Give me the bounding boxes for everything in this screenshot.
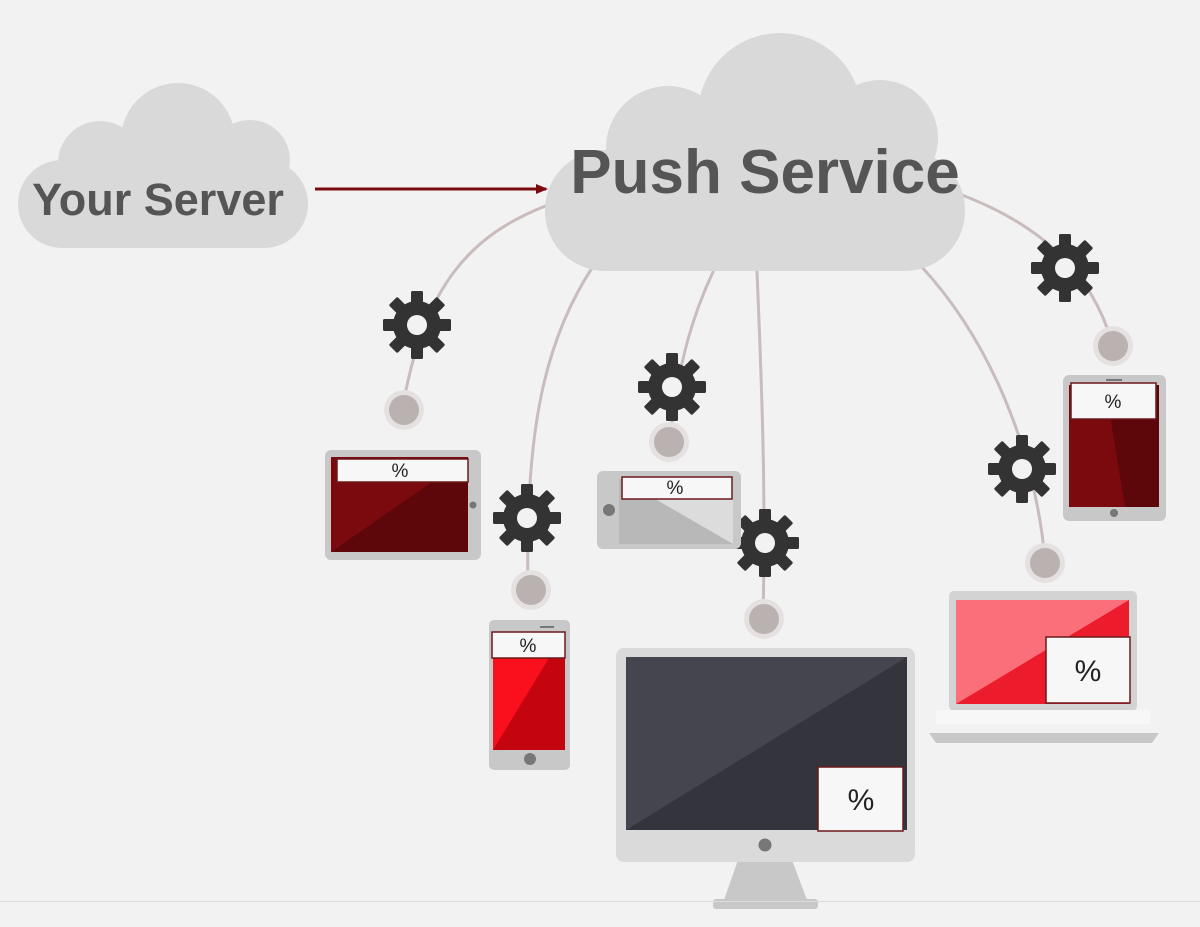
node-phone: [511, 570, 551, 610]
badge-text: %: [1105, 392, 1122, 413]
notification-badge: [336, 458, 469, 483]
push-service-cloud: Push Service: [545, 33, 965, 271]
notification-badge: [1070, 382, 1157, 420]
tablet-portrait: %: [1063, 375, 1166, 521]
gear-icon: [1031, 234, 1099, 302]
tablet-grey: %: [597, 471, 741, 549]
divider: [0, 901, 1200, 902]
notification-badge: [491, 631, 566, 659]
tablet-landscape: %: [325, 450, 481, 560]
notification-badge: [1045, 636, 1131, 704]
phone-red: %: [489, 620, 570, 770]
badge-text: %: [1075, 655, 1102, 688]
endpoint-nodes: [384, 326, 1133, 639]
node-tablet-portrait: [1093, 326, 1133, 366]
badge-text: %: [392, 461, 409, 482]
badge-text: %: [848, 784, 875, 817]
monitor-stand: [724, 860, 807, 900]
gear-icon: [988, 435, 1056, 503]
node-monitor: [744, 599, 784, 639]
gear-icon: [638, 353, 706, 421]
connector-laptop: [918, 263, 1047, 562]
gear-icon: [731, 509, 799, 577]
push-service-label: Push Service: [570, 138, 959, 207]
your-server-label: Your Server: [32, 174, 284, 225]
laptop: %: [929, 591, 1159, 743]
notification-badge: [621, 476, 733, 500]
notification-badge: [817, 766, 904, 832]
badge-text: %: [520, 636, 537, 657]
badge-text: %: [667, 478, 684, 499]
node-tablet-grey: [649, 422, 689, 462]
node-tablet-landscape: [384, 390, 424, 430]
gear-icon: [493, 484, 561, 552]
gear-icon: [383, 291, 451, 359]
your-server-cloud: Your Server: [18, 83, 308, 248]
desktop-monitor: %: [616, 648, 915, 909]
node-laptop: [1025, 543, 1065, 583]
connector-tablet-landscape: [401, 203, 550, 407]
